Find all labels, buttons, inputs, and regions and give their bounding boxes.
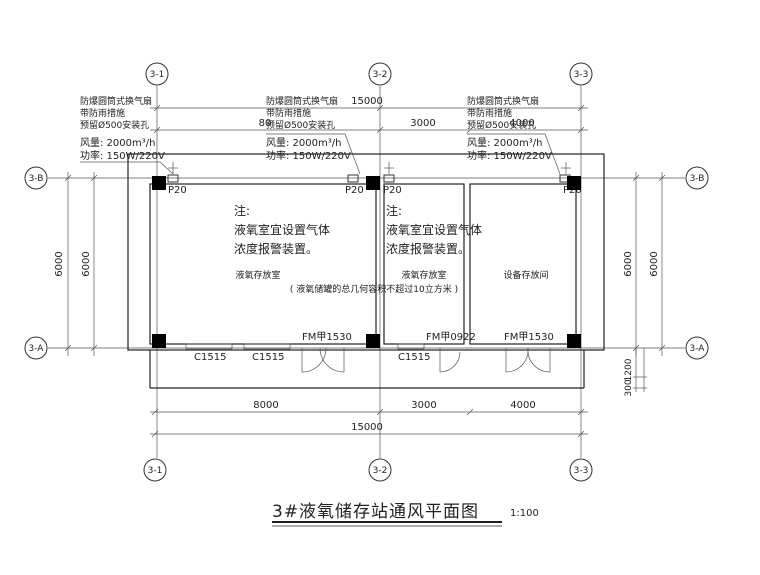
grid-bubble-top-2: 3-2 [368, 62, 392, 86]
grid-bubble-left-a: 3-A [24, 336, 48, 360]
dim-top-seg-2: 3000 [410, 118, 435, 129]
svg-text:浓度报警装置。: 浓度报警装置。 [386, 241, 470, 256]
svg-text:液氧室宜设置气体: 液氧室宜设置气体 [386, 222, 482, 237]
room-label-2: 液氧存放室 [401, 269, 446, 281]
grid-bubble-bottom-2: 3-2 [368, 458, 392, 482]
title-scale: 1:100 [510, 508, 539, 519]
note-room-2: 注: 液氧室宜设置气体 浓度报警装置。 [386, 203, 482, 256]
left-dimensions: 6000 6000 [54, 172, 98, 356]
note-room-1: 注: 液氧室宜设置气体 浓度报警装置。 [234, 203, 330, 256]
svg-text:3-3: 3-3 [574, 70, 589, 80]
window-tag-3: C1515 [398, 352, 430, 363]
svg-text:预留Ø500安装孔: 预留Ø500安装孔 [266, 119, 335, 131]
svg-text:风量: 2000m³/h: 风量: 2000m³/h [467, 137, 542, 149]
svg-text:6000: 6000 [81, 251, 92, 276]
svg-text:3-A: 3-A [690, 344, 706, 354]
fan-tag-1: P20 [168, 185, 187, 196]
svg-text:6000: 6000 [649, 251, 660, 276]
svg-text:液氧室宜设置气体: 液氧室宜设置气体 [234, 222, 330, 237]
svg-text:防爆圆筒式换气扇: 防爆圆筒式换气扇 [80, 95, 152, 107]
svg-text:3-2: 3-2 [373, 70, 388, 80]
dim-bottom-total: 15000 [351, 422, 383, 433]
room-label-1: 液氧存放室 [235, 269, 280, 281]
room-label-3: 设备存放间 [503, 269, 548, 281]
svg-text:3-A: 3-A [29, 344, 45, 354]
svg-text:风量: 2000m³/h: 风量: 2000m³/h [80, 137, 155, 149]
drawing-title: 3#液氧储存站通风平面图 1:100 [272, 502, 539, 527]
svg-text:3-1: 3-1 [150, 70, 165, 80]
svg-text:功率: 150W/220V: 功率: 150W/220V [266, 149, 351, 162]
window-tag-2: C1515 [252, 352, 284, 363]
dim-bottom-3: 4000 [510, 400, 535, 411]
grid-bubble-bottom-1: 3-1 [143, 458, 167, 482]
svg-text:功率: 150W/220V: 功率: 150W/220V [80, 149, 165, 162]
fan-tag-3: P20 [383, 185, 402, 196]
svg-text:注:: 注: [386, 203, 402, 218]
svg-text:风量: 2000m³/h: 风量: 2000m³/h [266, 137, 341, 149]
fan-note-1: 防爆圆筒式换气扇 带防雨措施 预留Ø500安装孔 风量: 2000m³/h 功率… [80, 95, 174, 175]
title-text: 3#液氧储存站通风平面图 [272, 502, 479, 522]
right-dimensions: 6000 6000 1200 300 [623, 172, 666, 397]
dim-top-seg-1: 80 [259, 118, 272, 129]
svg-text:防爆圆筒式换气扇: 防爆圆筒式换气扇 [467, 95, 539, 107]
svg-text:防爆圆筒式换气扇: 防爆圆筒式换气扇 [266, 95, 338, 107]
svg-text:3-3: 3-3 [574, 466, 589, 476]
svg-text:带防雨措施: 带防雨措施 [80, 107, 125, 119]
svg-text:6000: 6000 [54, 251, 65, 276]
grid-bubble-top-1: 3-1 [145, 62, 169, 86]
svg-text:3-B: 3-B [29, 174, 44, 184]
svg-text:6000: 6000 [623, 251, 634, 276]
svg-text:注:: 注: [234, 203, 250, 218]
capacity-note: ( 液氧储罐的总几何容积不超过10立方米 ) [290, 283, 458, 295]
door-tag-2: FM甲0922 [426, 332, 476, 343]
top-dimensions: 15000 80 3000 4000 [150, 96, 588, 134]
bottom-dimensions: 8000 3000 4000 15000 [150, 400, 588, 438]
svg-text:预留Ø500安装孔: 预留Ø500安装孔 [467, 119, 536, 131]
dim-bottom-1: 8000 [253, 400, 278, 411]
svg-text:浓度报警装置。: 浓度报警装置。 [234, 241, 318, 256]
svg-text:3-B: 3-B [690, 174, 705, 184]
fan-note-2: 防爆圆筒式换气扇 带防雨措施 预留Ø500安装孔 风量: 2000m³/h 功率… [266, 95, 361, 175]
fan-tag-2: P20 [345, 185, 364, 196]
grid-bubble-bottom-3: 3-3 [569, 458, 593, 482]
svg-text:1200: 1200 [624, 358, 634, 381]
window-symbols [185, 343, 425, 350]
dim-top-seg-3: 4000 [509, 118, 534, 129]
svg-text:3-2: 3-2 [373, 466, 388, 476]
svg-text:功率: 150W/220V: 功率: 150W/220V [467, 149, 552, 162]
door-tag-3: FM甲1530 [504, 332, 554, 343]
svg-text:带防雨措施: 带防雨措施 [467, 107, 512, 119]
structural-columns [152, 176, 581, 348]
grid-bubble-top-3: 3-3 [569, 62, 593, 86]
door-tag-1: FM甲1530 [302, 332, 352, 343]
door-symbols [301, 347, 551, 373]
fan-tag-4: P20 [563, 185, 582, 196]
svg-text:300: 300 [624, 379, 634, 396]
svg-text:预留Ø500安装孔: 预留Ø500安装孔 [80, 119, 149, 131]
grid-bubble-left-b: 3-B [24, 166, 48, 190]
svg-text:带防雨措施: 带防雨措施 [266, 107, 311, 119]
dim-top-total: 15000 [351, 96, 383, 107]
grid-bubble-right-b: 3-B [685, 166, 709, 190]
window-tag-1: C1515 [194, 352, 226, 363]
grid-bubble-right-a: 3-A [685, 336, 709, 360]
fan-note-3: 防爆圆筒式换气扇 带防雨措施 预留Ø500安装孔 风量: 2000m³/h 功率… [467, 95, 561, 175]
dim-bottom-2: 3000 [411, 400, 436, 411]
svg-text:3-1: 3-1 [148, 466, 163, 476]
